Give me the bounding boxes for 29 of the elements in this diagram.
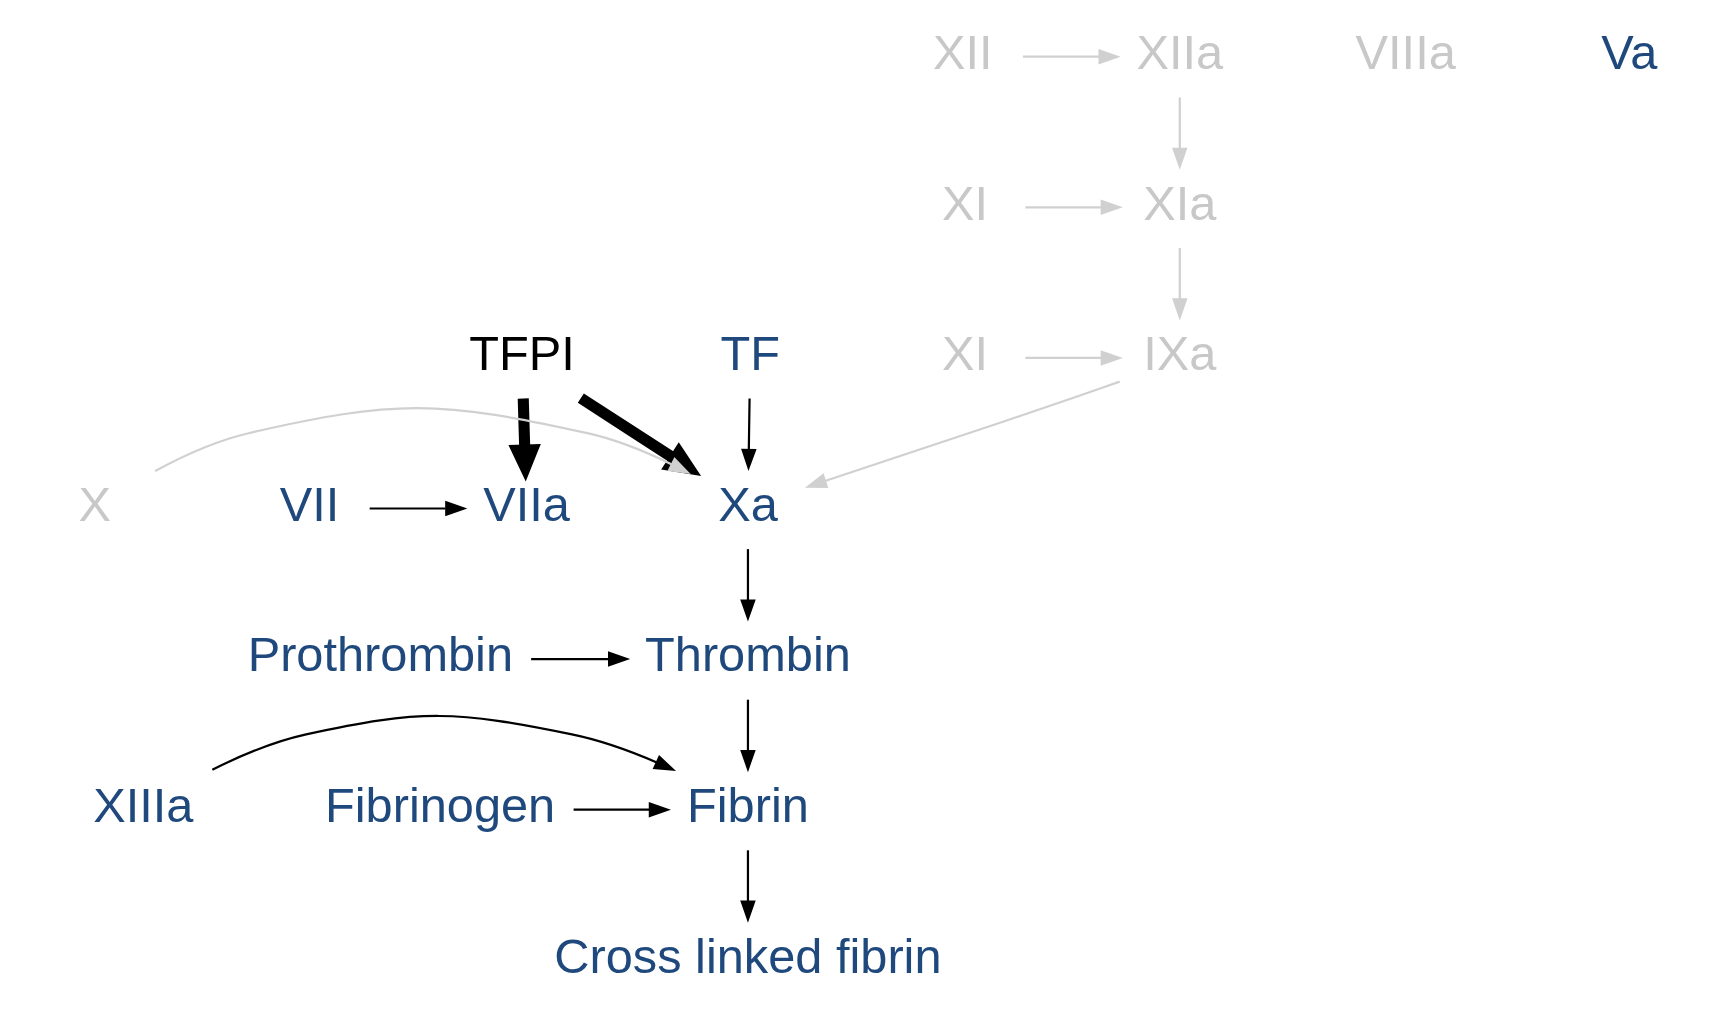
arrow [369,500,467,517]
node-text: TF [719,326,780,381]
arrow [530,651,630,667]
node-text: Fibrin [686,778,809,833]
node-text: XIIIa [92,778,193,833]
arrow [577,393,701,476]
arrow [573,801,671,818]
arrow [1171,247,1188,321]
arrow [211,714,676,772]
node-text: Fibrinogen [324,778,555,833]
arrow [1024,350,1123,366]
node-text: Cross linked fibrin [553,928,942,983]
node-text: VII [279,476,339,531]
arrow [1022,48,1121,65]
label: Va [1600,25,1657,80]
node-text: VIIa [482,476,570,531]
arrow [1024,199,1123,216]
arrow [739,699,756,773]
node-text: Prothrombin [247,627,513,682]
arrow [507,398,541,482]
arrow [740,398,757,471]
arrow [154,407,691,475]
arrow [739,549,756,622]
arrow [804,380,1120,489]
node-text: TFPI [468,326,575,381]
node-text: Xa [717,476,778,531]
arrow [1171,97,1188,170]
node-text: Thrombin [644,627,851,682]
arrow [739,850,756,923]
